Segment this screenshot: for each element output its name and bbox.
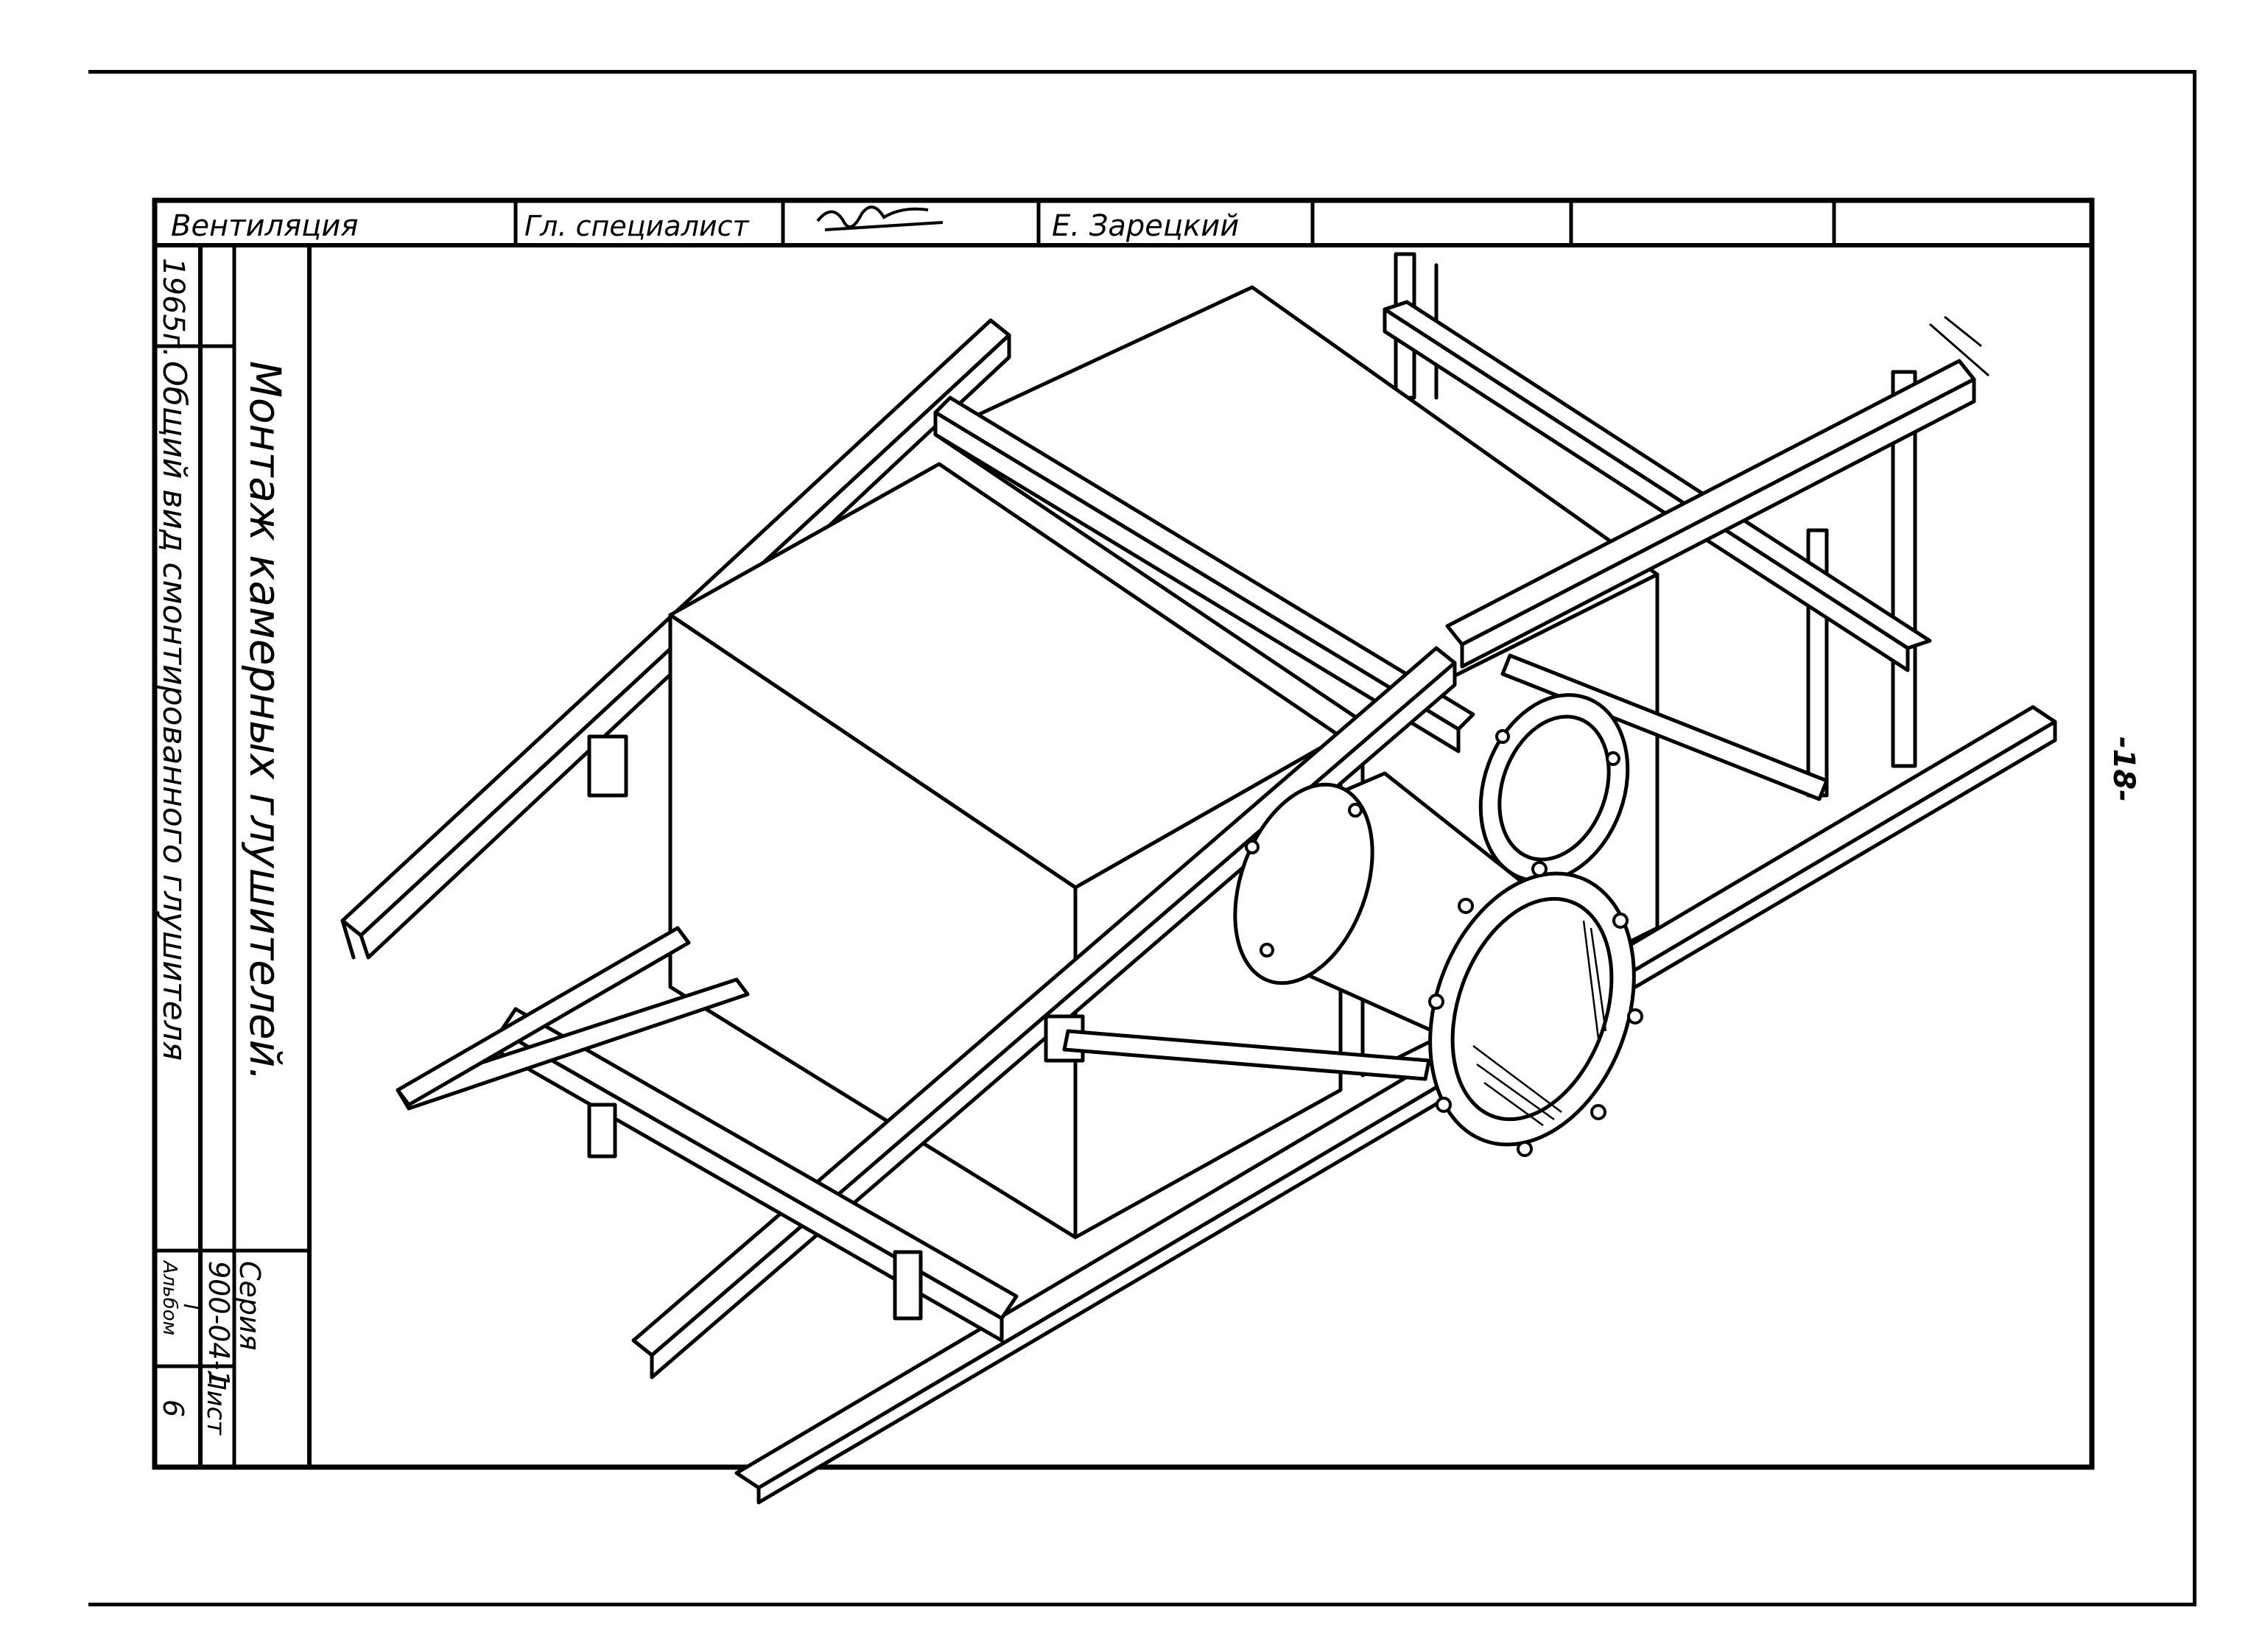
position-label: Гл. специалист [524,210,750,242]
author-name: Е. Зарецкий [1052,209,1239,243]
signature-mark [816,205,944,231]
bottom-rule [88,1603,2196,1606]
album-number: I [179,1304,203,1310]
drawing-subtitle: Общий вид смонтированного глушителя [155,361,193,1061]
silencer-assembly-drawing [340,252,2057,1505]
rear-flange [1478,693,1630,883]
bottom-left-rail [396,926,691,1107]
flange-opening-hatching [1472,920,1607,1127]
drawing-frame [152,197,2095,1470]
front-flange [1428,861,1643,1157]
upper-cross-channel [933,396,1475,753]
year-label: 1965г. [156,258,190,358]
right-rule [2193,70,2196,1606]
bottom-right-rail [734,705,2057,1505]
album-label: Альбом [158,1259,180,1335]
drawing-title: Монтаж камерных глушителей. [240,361,290,1081]
sheet-label: Лист [201,1370,231,1435]
section-label: Вентиляция [171,209,358,243]
top-diagonal-rail [1445,315,1989,669]
rear-top-crossbar [1383,300,1932,672]
top-rule [88,70,2196,74]
inner-flange [1233,782,1374,985]
lower-cross-channel [396,977,1019,1343]
pipe-support-angle [1062,653,1829,1081]
title-block-left: 1965г. Общий вид смонтированного глушите… [155,245,312,1467]
page-number: -18- [2107,737,2140,802]
series-number: 900-04-1 [203,1261,235,1388]
sheet-number: 6 [157,1399,189,1417]
series-label: Серия [233,1261,266,1351]
title-block-top: Вентиляция Гл. специалист Е. Зарецкий [155,200,2092,247]
